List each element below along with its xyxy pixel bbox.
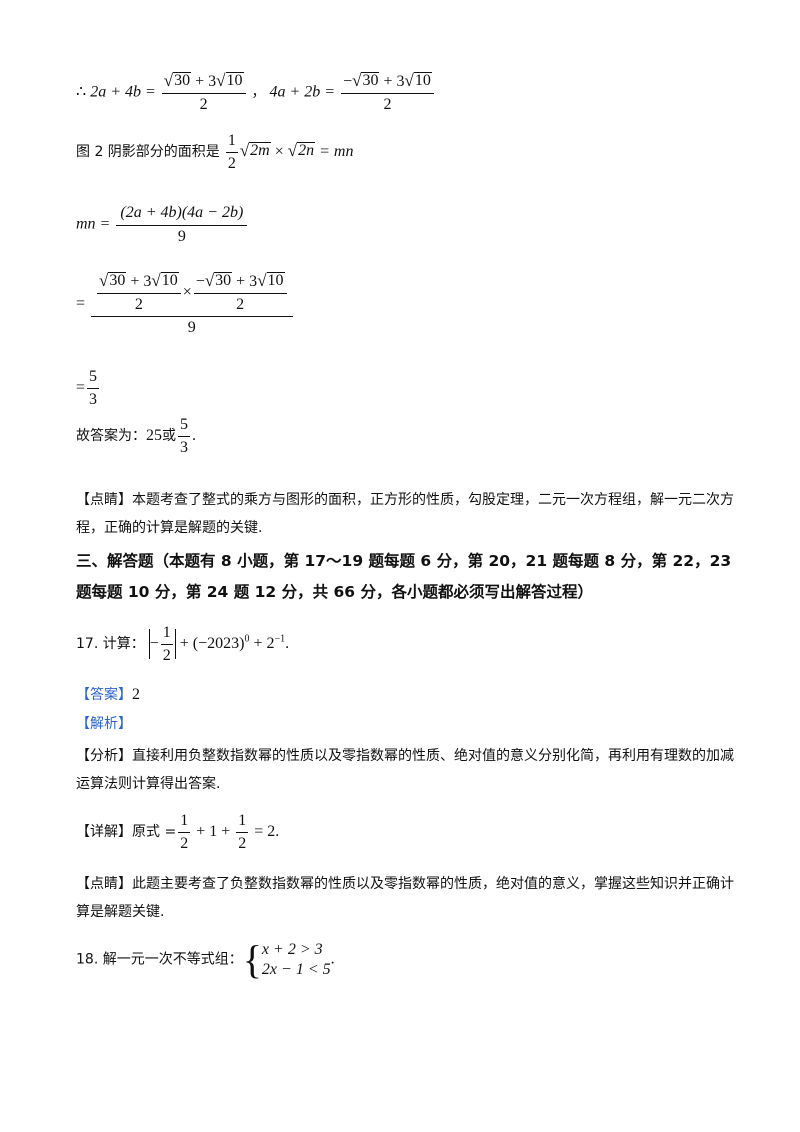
comment-paragraph-2: 【点睛】此题主要考查了负整数指数幂的性质以及零指数幂的性质，绝对值的意义，掌握这… xyxy=(76,876,734,920)
therefore-symbol: ∴ xyxy=(76,83,87,101)
analysis-label: 【解析】 xyxy=(76,716,132,732)
comment-paragraph-1: 【点睛】本题考查了整式的乘方与图形的面积，正方形的性质，勾股定理，二元一次方程组… xyxy=(76,492,734,536)
lhs-2a-4b: 2a + 4b = xyxy=(90,83,156,101)
answer-17: 【答案】2 xyxy=(76,686,140,703)
section-heading: 三、解答题（本题有 8 小题，第 17～19 题每题 6 分，第 20，21 题… xyxy=(76,552,732,601)
fraction-2a-4b: √30 + 3√10 2 xyxy=(161,72,246,113)
lhs-4a-2b: 4a + 2b = xyxy=(269,83,336,101)
mn-equation: mn = (2a + 4b)(4a − 2b)9 xyxy=(76,204,249,245)
fraction-4a-2b: −√30 + 3√10 2 xyxy=(341,72,434,113)
analysis-paragraph: 【分析】直接利用负整数指数幂的性质以及零指数幂的性质、绝对值的意义分别化简，再利… xyxy=(76,748,734,792)
equation-line-1: ∴ 2a + 4b = √30 + 3√10 2 ， 4a + 2b = −√3… xyxy=(76,72,436,113)
